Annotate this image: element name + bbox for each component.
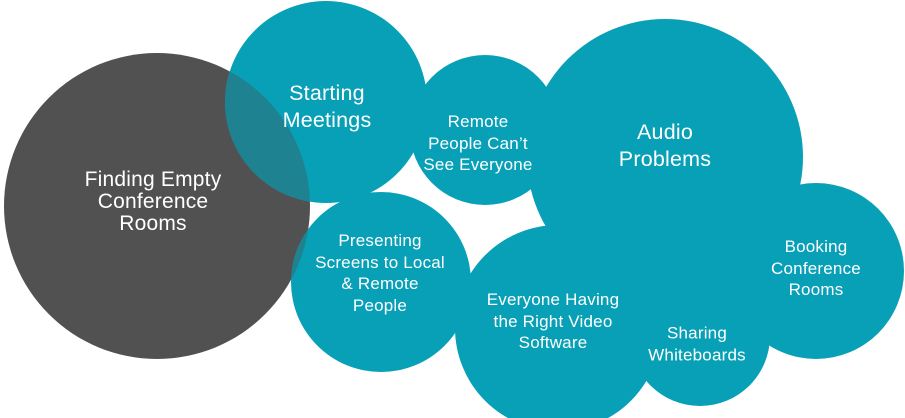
overlap-lens-starting-meetings [225,53,310,203]
bubble-presenting-screens [291,192,471,372]
bubble-everyone-right-video-software [455,225,661,418]
overlap-layer [225,53,310,359]
bubble-audio-problems [527,19,803,295]
bubble-booking-conference-rooms [728,183,904,359]
bubble-remote-people-cant-see-everyone [410,55,560,205]
bubble-layer [4,1,904,418]
